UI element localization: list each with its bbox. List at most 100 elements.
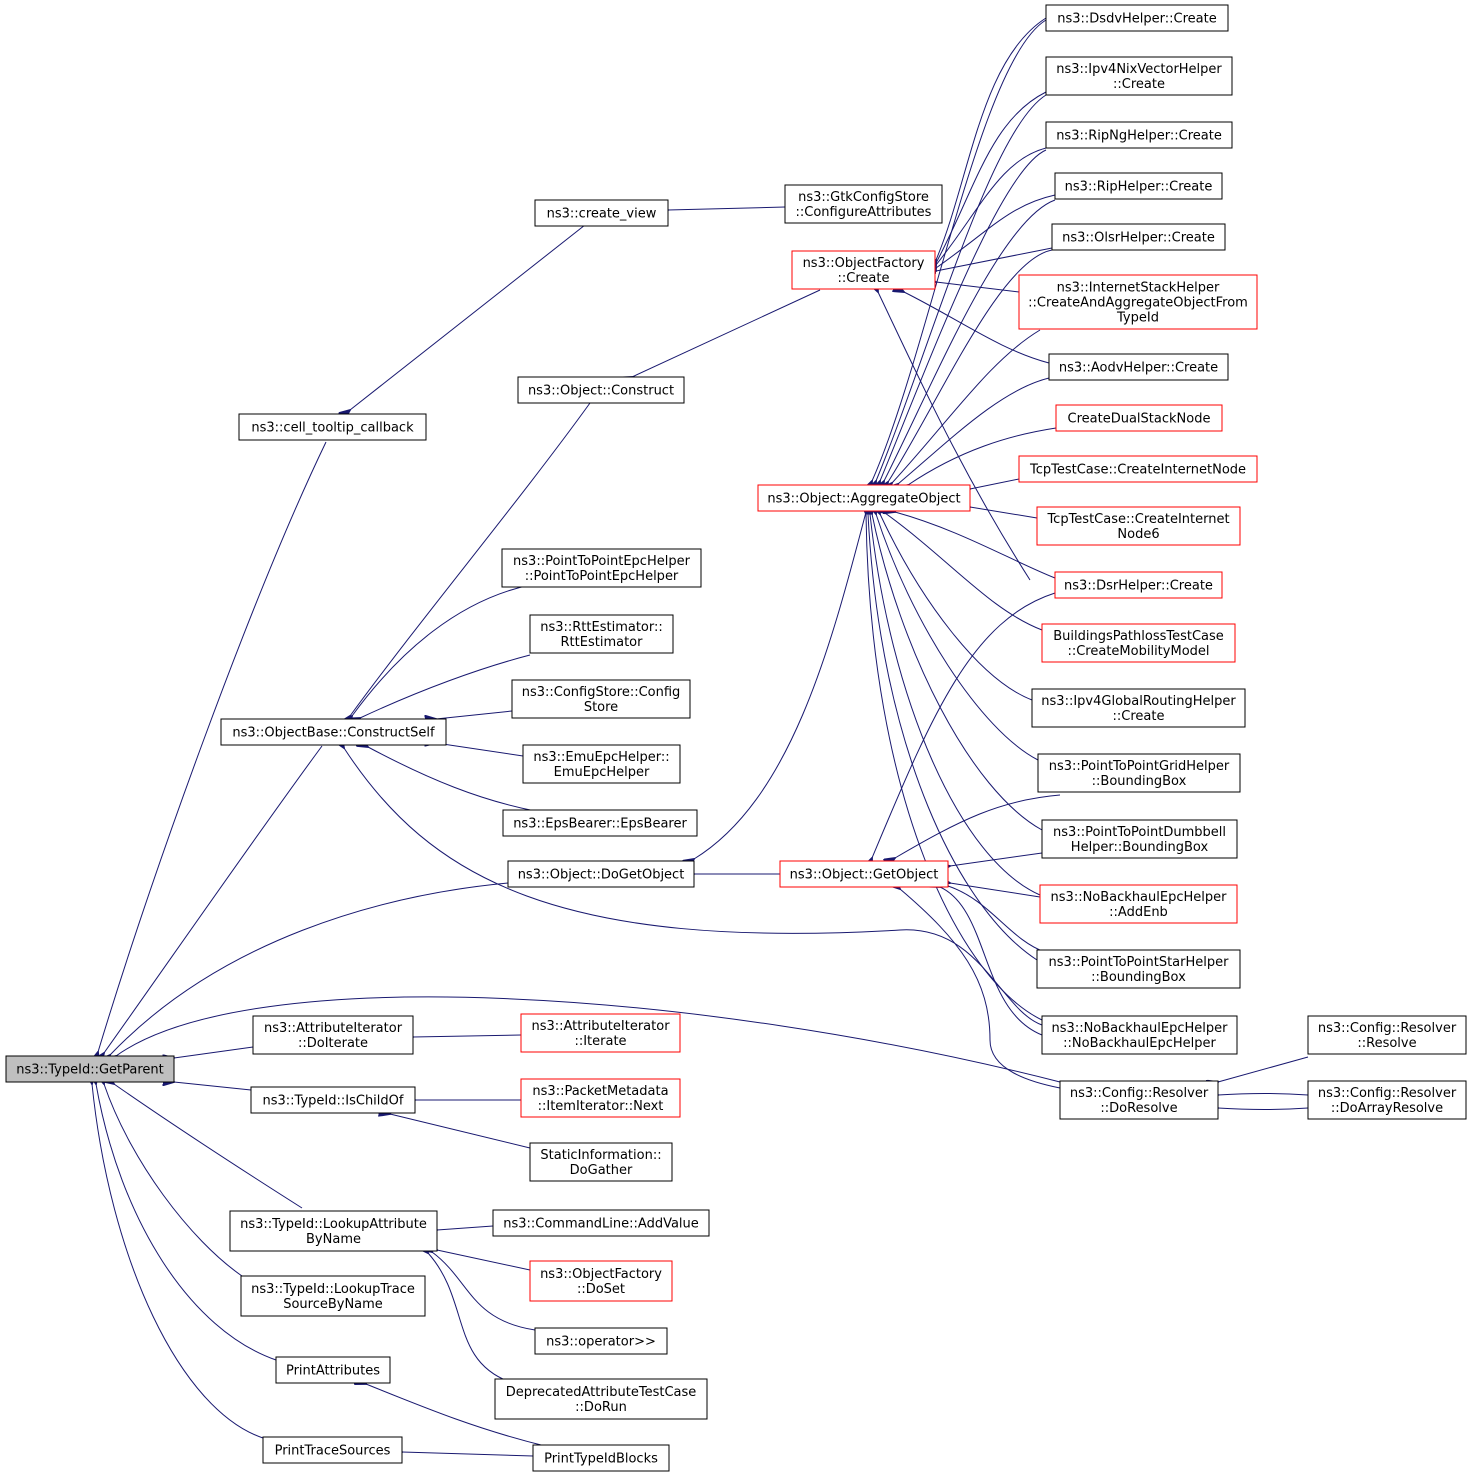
graph-node-cmdline_addvalue[interactable]: ns3::CommandLine::AddValue <box>492 1209 710 1237</box>
node-box <box>1036 506 1241 546</box>
graph-node-ptp_epc[interactable]: ns3::PointToPointEpcHelper::PointToPoint… <box>501 548 702 588</box>
graph-node-gtk_config[interactable]: ns3::GtkConfigStore::ConfigureAttributes <box>784 184 943 224</box>
graph-node-rtt[interactable]: ns3::RttEstimator::RttEstimator <box>529 614 674 654</box>
graph-node-deprecated_dorun[interactable]: DeprecatedAttributeTestCase::DoRun <box>494 1378 708 1420</box>
graph-node-attriter_iterate[interactable]: ns3::AttributeIterator::Iterate <box>520 1013 681 1053</box>
node-box <box>1307 1015 1467 1055</box>
graph-node-epsbearer[interactable]: ns3::EpsBearer::EpsBearer <box>502 809 698 837</box>
node-label: ns3::Config::Resolver <box>1070 1086 1209 1101</box>
graph-node-ptp_star[interactable]: ns3::PointToPointStarHelper::BoundingBox <box>1036 949 1241 989</box>
node-label: ns3::Config::Resolver <box>1318 1086 1457 1101</box>
graph-node-attriter_doiterate[interactable]: ns3::AttributeIterator::DoIterate <box>252 1015 414 1055</box>
graph-node-getobject[interactable]: ns3::Object::GetObject <box>779 860 949 888</box>
node-label: ::NoBackhaulEpcHelper <box>1063 1036 1216 1051</box>
graph-node-rip[interactable]: ns3::RipHelper::Create <box>1054 172 1223 200</box>
graph-node-dualstack[interactable]: CreateDualStackNode <box>1055 404 1223 432</box>
edge <box>360 654 531 718</box>
edge <box>936 91 1047 263</box>
edge <box>114 1084 303 1209</box>
edge <box>437 1226 494 1230</box>
graph-node-objbase_construct[interactable]: ns3::ObjectBase::ConstructSelf <box>220 718 447 746</box>
graph-node-obj_construct[interactable]: ns3::Object::Construct <box>517 376 685 404</box>
graph-node-dogetobject[interactable]: ns3::Object::DoGetObject <box>507 860 695 888</box>
graph-node-packetmeta_next[interactable]: ns3::PacketMetadata::ItemIterator::Next <box>520 1078 681 1118</box>
node-label: ns3::AttributeIterator <box>531 1019 670 1034</box>
node-label: ::PointToPointEpcHelper <box>525 569 679 584</box>
graph-node-objfactory_create[interactable]: ns3::ObjectFactory::Create <box>791 250 936 290</box>
graph-node-ipv4global[interactable]: ns3::Ipv4GlobalRoutingHelper::Create <box>1031 688 1246 728</box>
graph-node-nobackhaul_addenb[interactable]: ns3::NoBackhaulEpcHelper::AddEnb <box>1039 884 1238 924</box>
graph-node-nobackhaul_ctor[interactable]: ns3::NoBackhaulEpcHelper::NoBackhaulEpcH… <box>1041 1015 1238 1055</box>
node-box <box>252 1015 414 1055</box>
node-label: ::CreateMobilityModel <box>1067 644 1209 659</box>
node-label: ns3::RipNgHelper::Create <box>1056 129 1222 144</box>
node-label: ns3::TypeId::LookupTrace <box>251 1282 415 1297</box>
graph-node-ptp_grid[interactable]: ns3::PointToPointGridHelper::BoundingBox <box>1037 753 1241 793</box>
graph-node-tcp_node[interactable]: TcpTestCase::CreateInternetNode <box>1018 455 1258 483</box>
graph-node-emu_epc[interactable]: ns3::EmuEpcHelper::EmuEpcHelper <box>522 744 681 784</box>
node-label: ns3::CommandLine::AddValue <box>503 1217 699 1232</box>
graph-node-aodv[interactable]: ns3::AodvHelper::Create <box>1048 353 1229 381</box>
edge <box>432 1252 536 1331</box>
node-box <box>492 1209 710 1237</box>
edge <box>344 748 1043 1026</box>
node-label: ns3::Ipv4GlobalRoutingHelper <box>1041 694 1236 709</box>
graph-node-dsr[interactable]: ns3::DsrHelper::Create <box>1054 571 1223 599</box>
node-label: ns3::ConfigStore::Config <box>522 685 681 700</box>
node-label: ns3::PacketMetadata <box>532 1084 668 1099</box>
graph-node-configstore[interactable]: ns3::ConfigStore::ConfigStore <box>511 679 691 719</box>
edge <box>950 852 1043 866</box>
node-label: ns3::PointToPointEpcHelper <box>513 554 691 569</box>
graph-node-staticinfo[interactable]: StaticInformation::DoGather <box>529 1142 673 1182</box>
node-label: ::Create <box>838 271 890 286</box>
edge <box>970 507 1038 519</box>
edge <box>1218 1108 1309 1110</box>
graph-node-printattributes[interactable]: PrintAttributes <box>275 1356 391 1384</box>
graph-node-resolver_doarray[interactable]: ns3::Config::Resolver::DoArrayResolve <box>1307 1080 1467 1120</box>
graph-node-resolver_doresolve[interactable]: ns3::Config::Resolver::DoResolve <box>1059 1080 1219 1120</box>
graph-node-dsdv[interactable]: ns3::DsdvHelper::Create <box>1045 4 1229 32</box>
node-label: ns3::AttributeIterator <box>264 1021 403 1036</box>
graph-node-ischildof[interactable]: ns3::TypeId::IsChildOf <box>250 1086 416 1114</box>
node-label: ::BoundingBox <box>1092 774 1187 789</box>
graph-node-aggregate[interactable]: ns3::Object::AggregateObject <box>757 484 971 512</box>
graph-node-printtracesources[interactable]: PrintTraceSources <box>262 1436 403 1464</box>
edge <box>884 199 1056 481</box>
graph-node-olsr[interactable]: ns3::OlsrHelper::Create <box>1051 223 1226 251</box>
node-label: ns3::OlsrHelper::Create <box>1062 231 1215 246</box>
graph-node-resolver_resolve[interactable]: ns3::Config::Resolver::Resolve <box>1307 1015 1467 1055</box>
node-box <box>784 184 943 224</box>
graph-node-ripng[interactable]: ns3::RipNgHelper::Create <box>1045 121 1233 149</box>
edge <box>352 584 531 716</box>
node-box <box>1041 1015 1238 1055</box>
node-label: ns3::EpsBearer::EpsBearer <box>513 817 687 832</box>
graph-node-ptp_dumbbell[interactable]: ns3::PointToPointDumbbellHelper::Boundin… <box>1041 819 1238 859</box>
node-label: ns3::TypeId::GetParent <box>16 1063 164 1078</box>
node-label: ::ItemIterator::Next <box>538 1099 664 1114</box>
edge <box>436 710 513 719</box>
graph-node-buildings[interactable]: BuildingsPathlossTestCase::CreateMobilit… <box>1041 623 1236 663</box>
node-label: ns3::Ipv4NixVectorHelper <box>1056 62 1222 77</box>
graph-node-operator_rshift[interactable]: ns3::operator>> <box>534 1327 668 1355</box>
node-box <box>494 1378 708 1420</box>
graph-node-internetstack[interactable]: ns3::InternetStackHelper::CreateAndAggre… <box>1018 274 1258 330</box>
node-label: ::Create <box>1113 77 1165 92</box>
graph-node-create_view[interactable]: ns3::create_view <box>534 199 669 227</box>
node-label: ::DoRun <box>575 1400 627 1415</box>
node-box <box>1041 623 1236 663</box>
graph-node-ipv4nix[interactable]: ns3::Ipv4NixVectorHelper::Create <box>1045 56 1233 96</box>
graph-node-printtypeidblocks[interactable]: PrintTypeIdBlocks <box>532 1444 670 1472</box>
graph-node-objfactory_doset[interactable]: ns3::ObjectFactory::DoSet <box>529 1260 673 1302</box>
graph-node-cell_tooltip[interactable]: ns3::cell_tooltip_callback <box>238 413 427 441</box>
node-label: TcpTestCase::CreateInternet <box>1046 512 1229 527</box>
call-graph-nodes: ns3::TypeId::GetParent ns3::cell_tooltip_… <box>5 4 1467 1472</box>
node-label: TcpTestCase::CreateInternetNode <box>1029 463 1246 478</box>
edge <box>970 478 1020 489</box>
node-label: ns3::ObjectFactory <box>540 1267 662 1282</box>
node-label: ns3::GtkConfigStore <box>798 190 929 205</box>
graph-node-getparent[interactable]: ns3::TypeId::GetParent <box>5 1055 175 1083</box>
